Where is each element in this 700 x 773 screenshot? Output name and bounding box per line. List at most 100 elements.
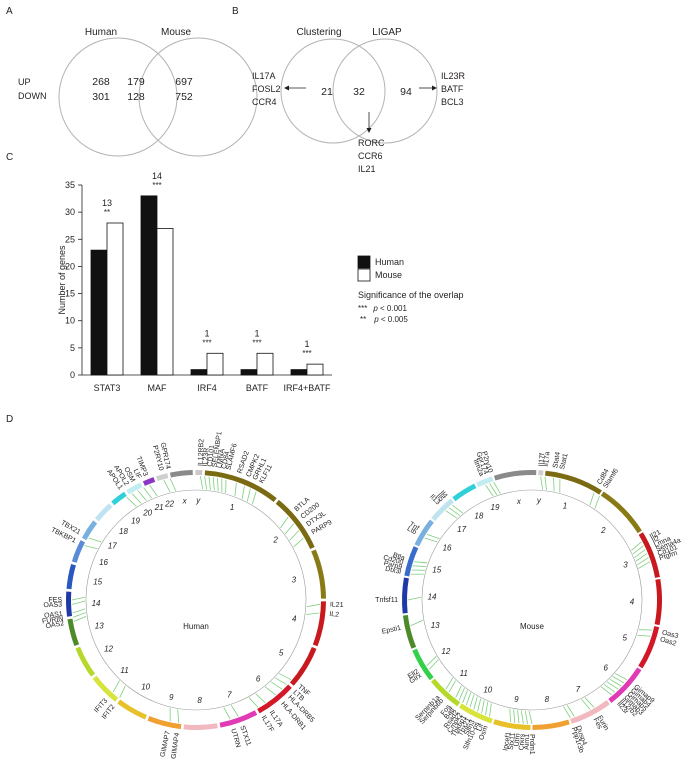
- mouse-gene-link: [455, 685, 462, 698]
- mouse-gene-label: Il2: [651, 535, 661, 545]
- mouse-gene-link: [489, 703, 492, 717]
- human-gene-link: [212, 477, 215, 491]
- venn-b-left-arrowhead: [284, 85, 289, 91]
- human-chromosome-segment: [117, 699, 147, 720]
- bar-mouse-irf4: [206, 352, 224, 376]
- human-gene-link: [88, 537, 102, 543]
- human-gene-link: [71, 596, 86, 601]
- mouse-gene-label: Oas3: [661, 629, 679, 640]
- significance-legend-row-2: **p < 0.005: [360, 315, 408, 324]
- human-gene-link: [208, 476, 211, 490]
- bar-mouse-maf: [156, 228, 174, 376]
- legend-swatch-human: [357, 255, 371, 269]
- venn-a-mouse-circle: [138, 37, 258, 157]
- human-chromosome-segment: [204, 470, 277, 503]
- human-gene-link: [234, 482, 237, 497]
- human-gene-link: [73, 616, 87, 622]
- venn-b-bottom-gene-3: IL21: [358, 164, 376, 174]
- human-gene-link: [284, 523, 295, 535]
- mouse-gene-link: [594, 495, 600, 509]
- human-chromosome-segment: [92, 675, 119, 702]
- significance-stars: ***: [152, 181, 161, 190]
- human-chromosome-segment: [75, 646, 96, 677]
- mouse-gene-label: Fes: [592, 717, 604, 731]
- human-chromosome-segment: [311, 549, 326, 599]
- mouse-chromosome-label: 18: [474, 511, 483, 520]
- mouse-gene-label: Stx11: [508, 732, 517, 750]
- human-chromosome-segment: [183, 723, 218, 730]
- y-tick-label: 25: [65, 234, 75, 244]
- mouse-gene-label: Il17f: [538, 453, 546, 467]
- venn-b-bottom-arrowhead: [366, 128, 372, 133]
- sig-stars-2: **: [360, 315, 366, 324]
- human-chromosome-label: 18: [119, 527, 128, 536]
- mouse-chromosome-segment: [402, 577, 409, 614]
- mouse-gene-link: [445, 510, 458, 519]
- mouse-gene-label: Prdm1: [528, 734, 535, 755]
- mouse-gene-link: [517, 710, 520, 724]
- human-gene-label: CD101: [207, 445, 216, 468]
- circos-mouse-title: Mouse: [520, 622, 545, 631]
- mouse-chromosome-label: 2: [600, 526, 606, 535]
- venn-b-clustering-label: Clustering: [296, 27, 341, 38]
- human-gene-link: [112, 680, 120, 693]
- mouse-inner-ring: [421, 489, 643, 711]
- venn-b-ligap-circle: [332, 38, 438, 144]
- human-chromosome-segment: [312, 601, 326, 647]
- human-chromosome-label: 19: [131, 516, 140, 525]
- human-chromosome-label: 13: [95, 621, 104, 630]
- bars: [90, 195, 324, 376]
- mouse-chromosome-label: 11: [460, 669, 468, 678]
- venn-b-clustering-circle: [280, 38, 386, 144]
- human-gene-label: IL21: [330, 602, 344, 609]
- mouse-chromosome-label: y: [536, 496, 542, 505]
- mouse-chromosome-segment: [532, 719, 570, 730]
- venn-a-human-up: 268: [92, 76, 110, 88]
- mouse-gene-link: [445, 677, 454, 690]
- x-tick-label: BATF: [246, 383, 269, 393]
- mouse-chromosome-segment: [538, 470, 544, 476]
- mouse-gene-link: [528, 710, 533, 725]
- human-chromosome-label: 21: [154, 503, 164, 512]
- mouse-chromosome-segment: [493, 469, 537, 481]
- human-chromosome-segment: [156, 473, 169, 482]
- mouse-gene-label: Stat1: [559, 453, 570, 471]
- human-gene-label: LIF: [132, 468, 143, 480]
- human-gene-link: [137, 490, 147, 501]
- chart-legend: Human Mouse Significance of the overlap …: [357, 255, 464, 324]
- significance-stars: ***: [302, 349, 311, 358]
- overlap-count-label: 1: [304, 339, 309, 349]
- human-chromosome-label: 16: [99, 558, 108, 567]
- mouse-gene-link: [612, 676, 625, 684]
- mouse-gene-label: Osm: [478, 725, 490, 741]
- mouse-chromosome-segment: [414, 519, 434, 547]
- human-gene-label: FURIN: [42, 616, 64, 626]
- human-gene-link: [241, 485, 245, 500]
- y-tick-label: 10: [65, 316, 75, 326]
- mouse-gene-link: [493, 481, 501, 494]
- mouse-chromosome-segment: [654, 578, 663, 626]
- y-tick-label: 5: [70, 343, 75, 353]
- bar-human-batf: [240, 369, 258, 376]
- venn-b-right-gene-2: BATF: [441, 84, 464, 94]
- venn-b-left-gene-3: CCR4: [252, 97, 277, 107]
- mouse-gene-link: [614, 673, 628, 681]
- y-tick-label: 20: [65, 261, 75, 271]
- human-gene-label: IL2: [329, 611, 340, 619]
- mouse-chromosome-label: 13: [431, 621, 440, 630]
- sig-text-1: < 0.001: [378, 304, 408, 313]
- mouse-gene-link: [428, 659, 439, 670]
- human-gene-label: FES: [48, 597, 62, 604]
- overlap-count-label: 13: [102, 198, 112, 208]
- mouse-chromosome-segment: [545, 470, 602, 495]
- y-tick-label: 15: [65, 289, 75, 299]
- human-gene-link: [255, 693, 266, 704]
- human-chromosome-label: 6: [256, 674, 261, 683]
- overlap-count-label: 14: [152, 171, 162, 181]
- mouse-gene-link: [465, 692, 472, 706]
- mouse-gene-label: Parp9: [383, 560, 403, 571]
- human-chromosome-segment: [147, 715, 182, 730]
- mouse-gene-label: Crkrs: [518, 733, 526, 751]
- panel-label-b: B: [232, 6, 239, 17]
